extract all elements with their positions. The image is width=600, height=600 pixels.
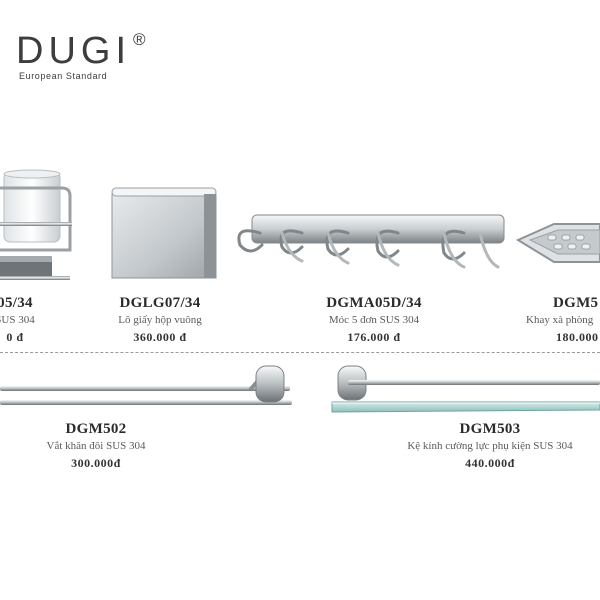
brand-tagline: European Standard [19, 71, 108, 81]
product-price: 300.000đ [71, 456, 121, 470]
toilet-paper-box-icon [111, 187, 217, 279]
product-name: Vắt khăn đôi SUS 304 [46, 440, 146, 452]
product-code: DGM5 [553, 295, 599, 311]
product-name: Khay xà phòng [526, 314, 594, 326]
product-caption: DGM503 Kệ kính cường lực phụ kiện SUS 30… [407, 420, 572, 472]
product-code: DGMA05D/34 [326, 295, 422, 311]
product-caption: DGM5 Khay xà phòng 180.000 [526, 294, 599, 346]
product-price: 0 đ [6, 330, 24, 344]
product-price: 180.000 [556, 330, 599, 344]
product-caption: DGMA05D/34 Móc 5 đơn SUS 304 176.000 đ [326, 294, 422, 346]
product-code: 05/34 [0, 295, 33, 311]
coat-hook-rail-icon [237, 214, 505, 269]
product-price: 176.000 đ [347, 330, 401, 344]
product-caption: DGLG07/34 Lô giấy hộp vuông 360.000 đ [118, 294, 201, 346]
glass-shelf-icon [331, 365, 600, 413]
product-caption: 05/34 SUS 304 0 đ [0, 294, 35, 346]
product-name: Kệ kính cường lực phụ kiện SUS 304 [407, 440, 573, 452]
product-name: Móc 5 đơn SUS 304 [328, 314, 420, 326]
cup-holder-icon [0, 169, 72, 280]
product-name: SUS 304 [0, 314, 35, 326]
registered-mark: ® [133, 30, 146, 49]
product-price: 440.000đ [465, 456, 515, 470]
product-code: DGLG07/34 [119, 295, 201, 311]
brand-logo: DUGI® European Standard [16, 20, 146, 81]
soap-dish-icon [515, 223, 600, 263]
product-name: Lô giấy hộp vuông [118, 314, 202, 326]
brand-name: DUGI® [16, 30, 146, 72]
double-towel-bar-icon [0, 365, 292, 405]
product-caption: DGM502 Vắt khăn đôi SUS 304 300.000đ [47, 420, 146, 472]
product-code: DGM502 [65, 421, 127, 437]
product-code: DGM503 [459, 421, 521, 437]
product-price: 360.000 đ [133, 330, 187, 344]
section-divider [0, 352, 600, 353]
